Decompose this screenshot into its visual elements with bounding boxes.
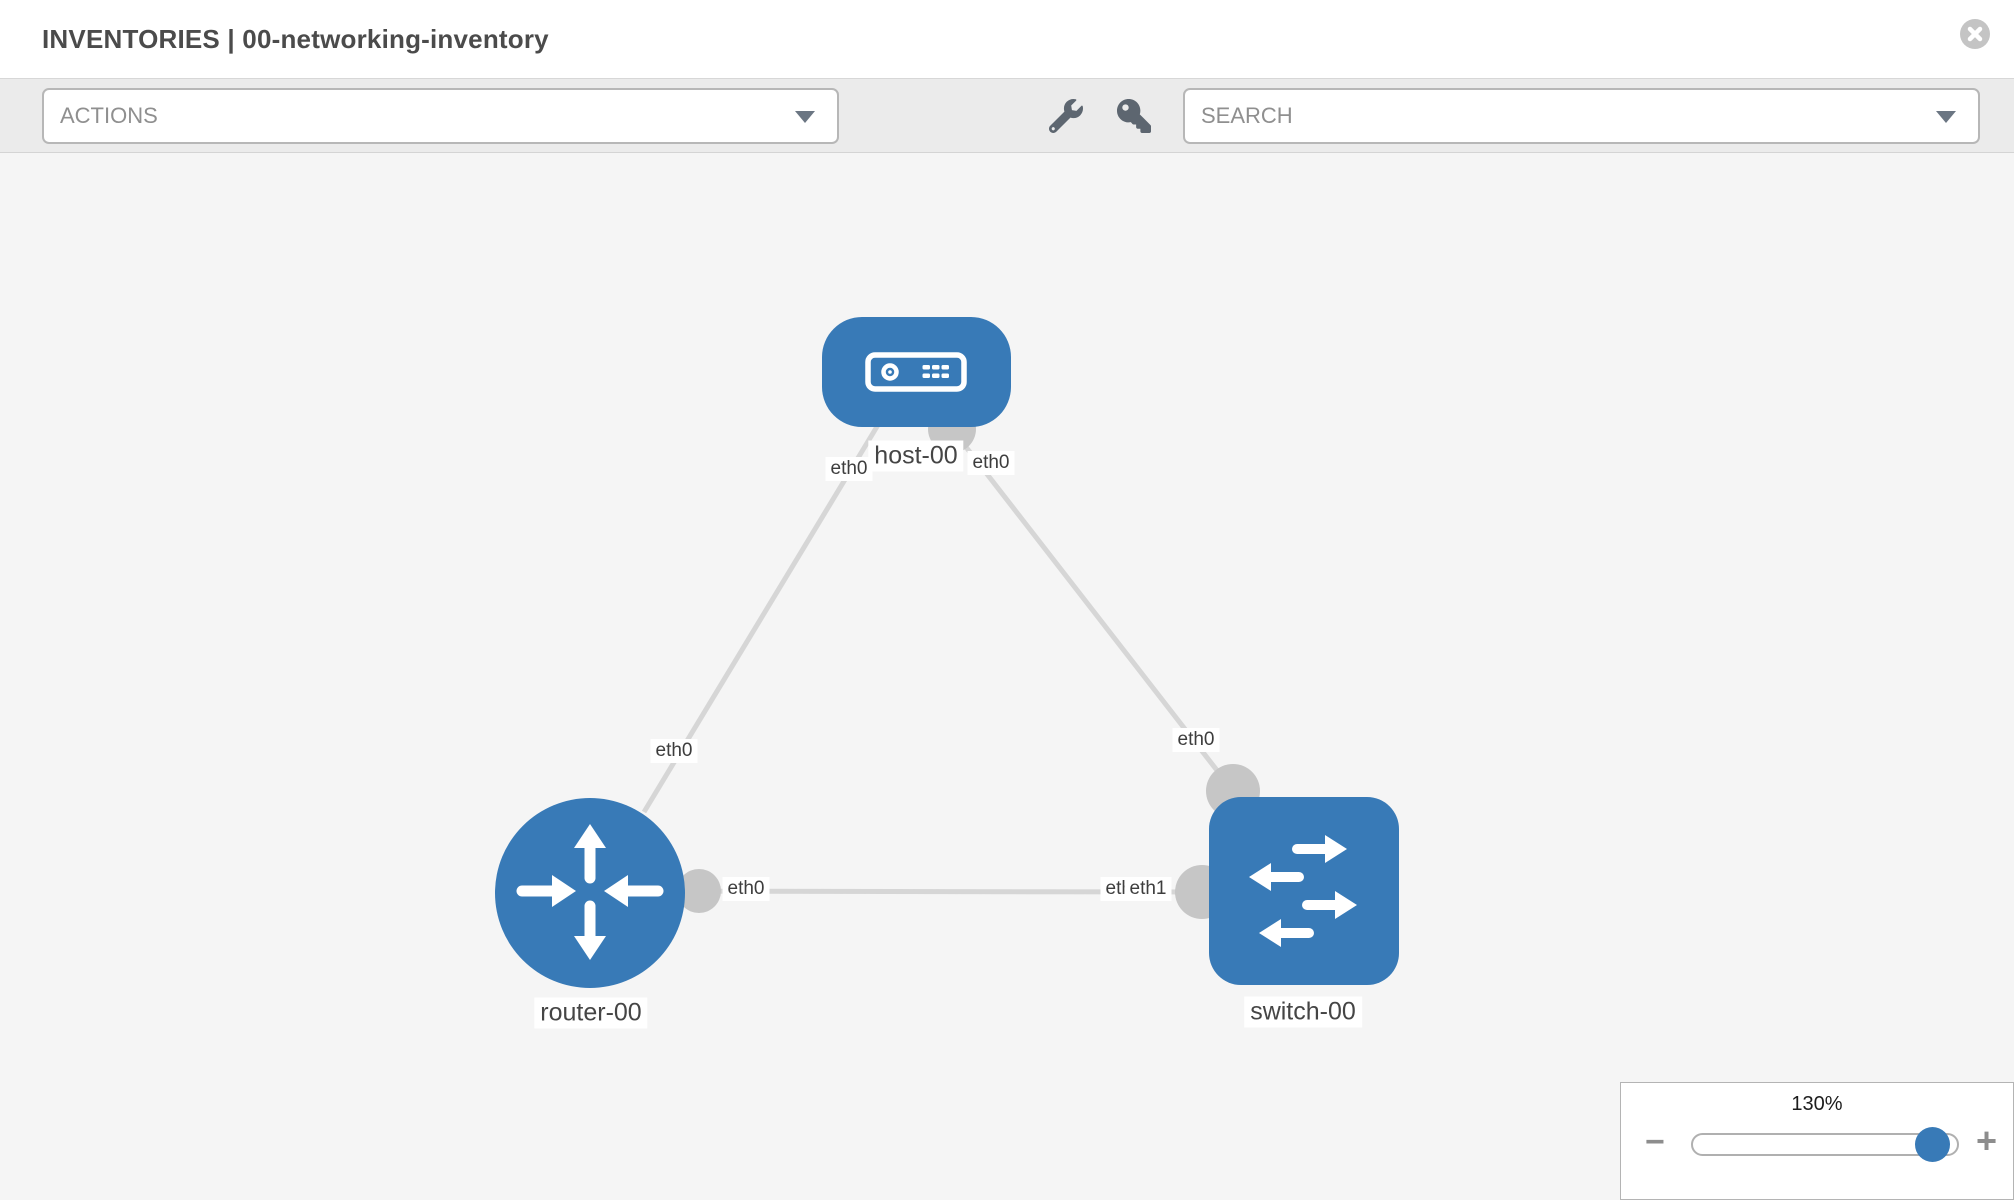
zoom-panel: 130% − + [1620,1082,2014,1200]
page-title: INVENTORIES | 00-networking-inventory [42,24,549,54]
host-icon [865,352,967,392]
interface-dot-router [677,869,721,913]
chevron-down-icon [1936,111,1956,123]
node-switch-00[interactable] [1209,797,1399,985]
chevron-down-icon [795,111,815,123]
zoom-slider[interactable] [1691,1127,1959,1162]
actions-dropdown[interactable]: ACTIONS [42,88,839,144]
key-icon [1117,99,1151,133]
topology-canvas[interactable]: eth0 host-00 eth0 eth0 eth0 eth0 eth0 et… [0,153,2014,1200]
close-button[interactable] [1960,19,1990,49]
link-host-switch[interactable] [950,427,1235,793]
search-placeholder: SEARCH [1201,103,1293,128]
zoom-slider-thumb[interactable] [1915,1127,1950,1162]
toolbar: ACTIONS SEARCH [0,78,2014,153]
link-host-router[interactable] [641,413,887,814]
credentials-button[interactable] [1112,94,1156,138]
zoom-out-button[interactable]: − [1645,1123,1665,1161]
actions-dropdown-label: ACTIONS [60,103,158,128]
wrench-icon [1049,99,1083,133]
page-header: INVENTORIES | 00-networking-inventory [0,0,2014,78]
tools-button[interactable] [1044,94,1088,138]
zoom-in-button[interactable]: + [1975,1120,1997,1161]
search-dropdown[interactable]: SEARCH [1183,88,1980,144]
node-host-00[interactable] [822,317,1011,427]
close-icon [1967,26,1983,42]
node-router-00[interactable] [495,798,685,988]
zoom-level-value: 130% [1791,1093,1843,1115]
